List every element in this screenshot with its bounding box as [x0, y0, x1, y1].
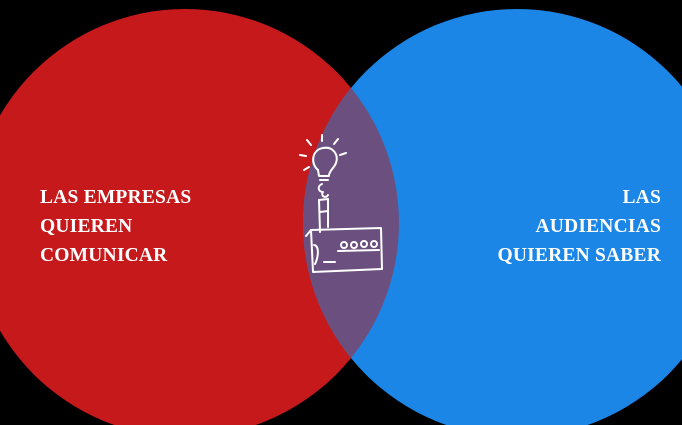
left-label-line-1: LAS EMPRESAS	[40, 187, 192, 208]
right-label-line-3: QUIEREN SABER	[497, 245, 661, 266]
factory-lightbulb-icon	[299, 134, 383, 273]
right-circle	[303, 9, 682, 425]
right-circle-label: LAS AUDIENCIAS QUIEREN SABER	[497, 183, 661, 270]
left-circle-label: LAS EMPRESAS QUIEREN COMUNICAR	[40, 183, 191, 270]
left-circle	[0, 9, 399, 425]
right-label-line-2: AUDIENCIAS	[535, 216, 661, 237]
left-label-line-3: COMUNICAR	[40, 245, 168, 266]
left-label-line-2: QUIEREN	[40, 216, 133, 237]
right-label-line-1: LAS	[622, 187, 661, 208]
